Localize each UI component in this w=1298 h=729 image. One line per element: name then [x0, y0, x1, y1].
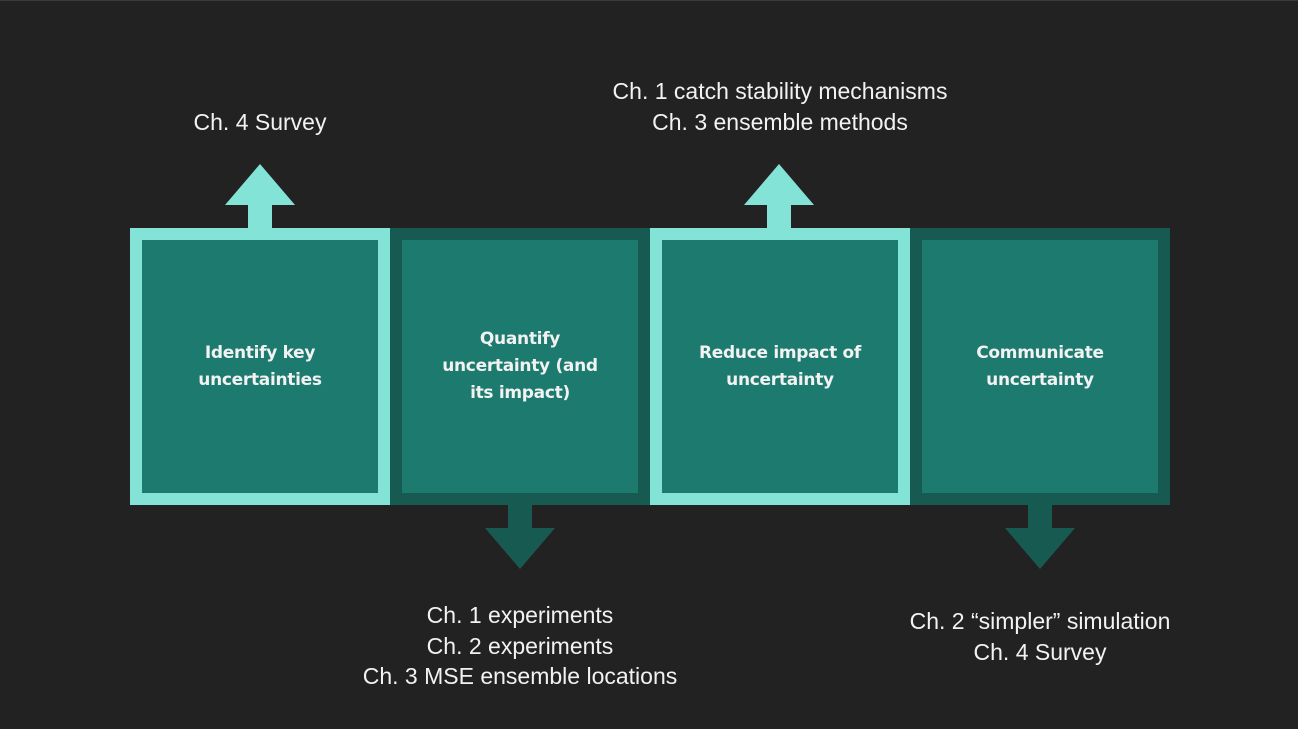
note-line: Ch. 2 “simpler” simulation — [909, 608, 1171, 634]
down-arrow-icon — [1005, 505, 1075, 569]
note-line: Ch. 1 experiments — [426, 602, 614, 628]
down-arrow-icon — [485, 505, 555, 569]
note-step3: Ch. 1 catch stability mechanisms Ch. 3 e… — [613, 76, 948, 137]
note-line: Ch. 3 MSE ensemble locations — [362, 663, 678, 689]
note-step1: Ch. 4 Survey — [194, 107, 327, 138]
note-line: Ch. 1 catch stability mechanisms — [612, 78, 948, 104]
step-label: Quantify uncertainty (and its impact) — [442, 329, 598, 403]
step-label: Identify key uncertainties — [198, 342, 322, 390]
step-box-identify: Identify key uncertainties — [130, 228, 390, 505]
note-step4: Ch. 2 “simpler” simulation Ch. 4 Survey — [910, 606, 1171, 667]
note-line: Ch. 4 Survey — [973, 638, 1107, 665]
step-label: Reduce impact of uncertainty — [699, 342, 861, 390]
note-line: Ch. 2 experiments — [426, 632, 614, 659]
step-box-reduce: Reduce impact of uncertainty — [650, 228, 910, 505]
note-step2: Ch. 1 experiments Ch. 2 experiments Ch. … — [363, 600, 678, 692]
up-arrow-icon — [225, 164, 295, 228]
note-line: Ch. 3 ensemble methods — [652, 108, 908, 135]
step-label: Communicate uncertainty — [976, 342, 1104, 390]
up-arrow-icon — [744, 164, 814, 228]
step-box-quantify: Quantify uncertainty (and its impact) — [390, 228, 650, 505]
step-box-communicate: Communicate uncertainty — [910, 228, 1170, 505]
note-line: Ch. 4 Survey — [193, 109, 327, 135]
